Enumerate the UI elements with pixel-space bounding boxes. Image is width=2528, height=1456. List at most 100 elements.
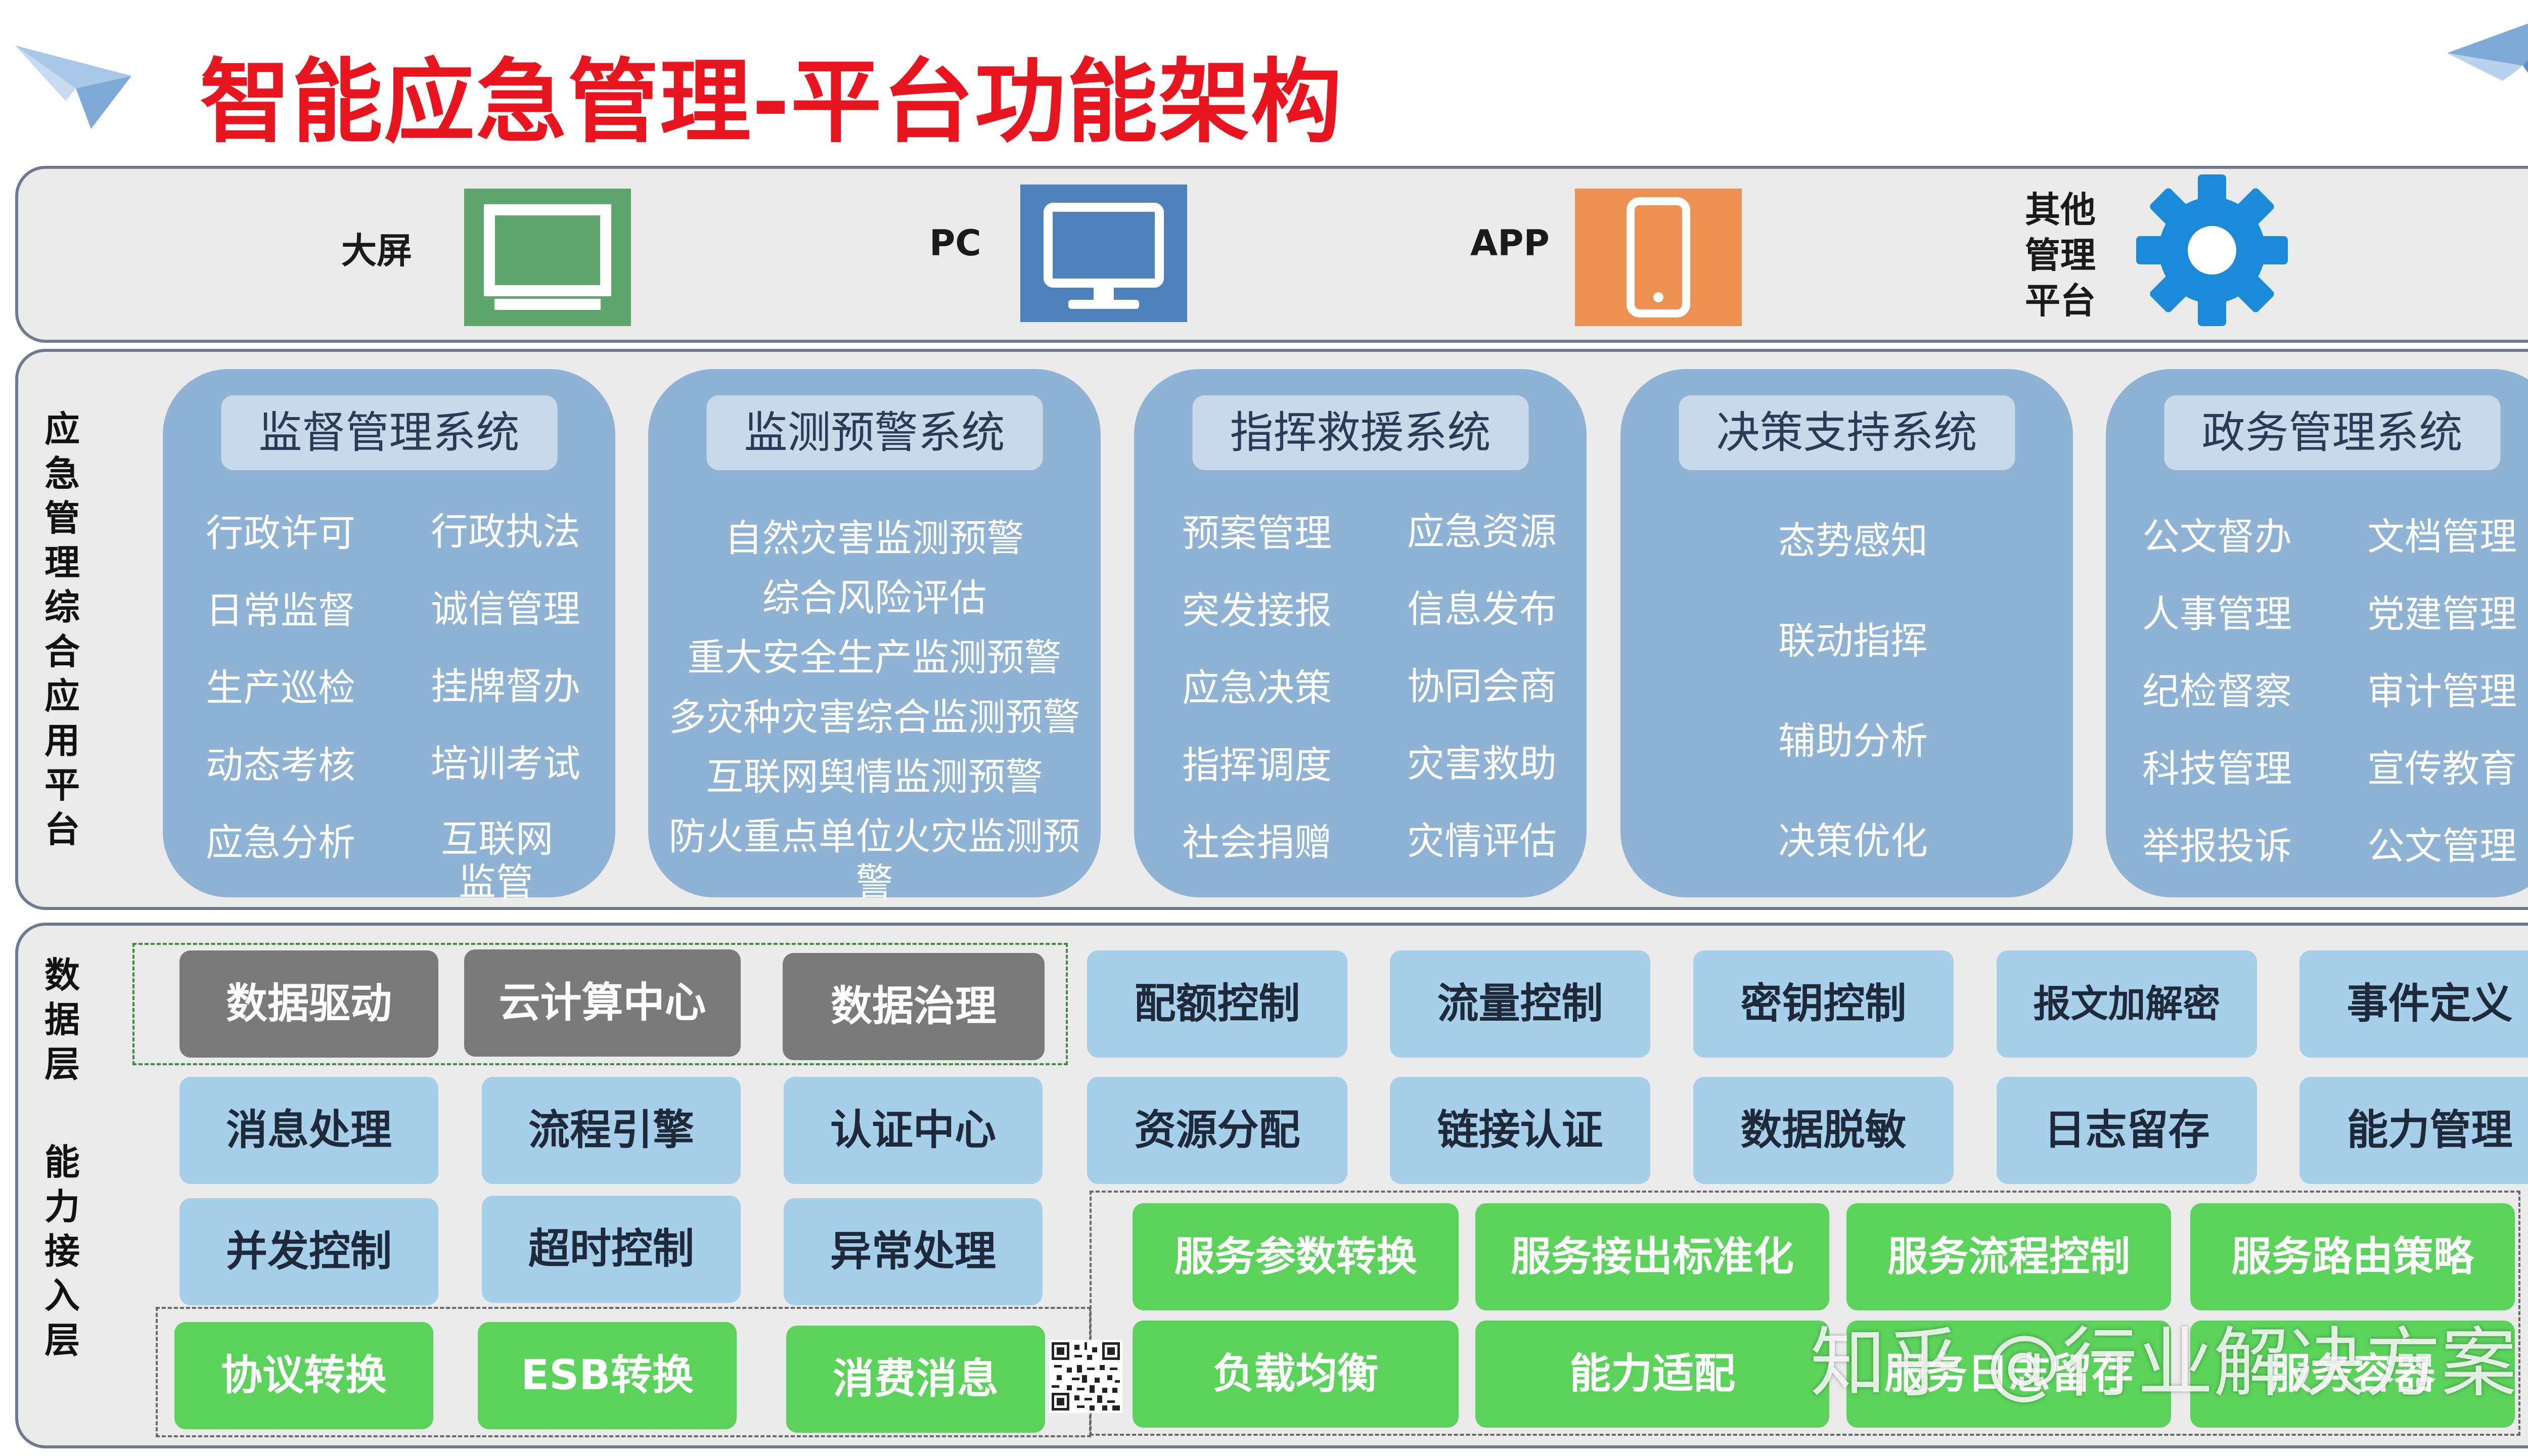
system-item[interactable]: 应急分析 [206, 821, 355, 864]
service-block[interactable]: 服务流程控制 [1846, 1203, 2171, 1310]
system-item[interactable]: 生产巡检 [206, 666, 355, 710]
service-block[interactable]: 服务容器 [2190, 1321, 2515, 1428]
service-block[interactable]: 服务接出标准化 [1475, 1203, 1829, 1310]
service-block[interactable]: 服务参数转换 [1133, 1203, 1459, 1310]
system-item[interactable]: 公文督办 [2142, 515, 2292, 559]
gear-icon[interactable] [2136, 174, 2288, 326]
system-item[interactable]: 自然灾害监测预警 [725, 517, 1024, 560]
service-block[interactable]: 服务日志留存 [1846, 1321, 2171, 1428]
system-item[interactable]: 行政许可 [206, 512, 355, 555]
service-block[interactable]: 协议转换 [174, 1322, 433, 1429]
system-item[interactable]: 审计管理 [2367, 670, 2517, 713]
ability-block[interactable]: 报文加解密 [1997, 950, 2257, 1058]
system-item[interactable]: 决策优化 [1778, 820, 1928, 863]
system-item[interactable]: 多灾种灾害综合监测预警 [668, 696, 1080, 739]
service-block[interactable]: 服务路由策略 [2190, 1203, 2515, 1310]
ability-block[interactable]: 流量控制 [1390, 950, 1650, 1058]
system-item[interactable]: 辅助分析 [1778, 719, 1928, 763]
system-item[interactable]: 举报投诉 [2142, 825, 2292, 868]
data-block[interactable]: 数据治理 [783, 953, 1045, 1060]
paper-plane-right-icon [2447, 23, 2528, 81]
system-item[interactable]: 应急决策 [1182, 666, 1332, 710]
ability-block[interactable]: 资源分配 [1087, 1077, 1347, 1184]
watermark-text: 知乎 @行业解决方案 [1810, 1320, 2517, 1407]
pc-label: PC [929, 222, 981, 264]
system-item[interactable]: 宣传教育 [2367, 747, 2517, 791]
system-supervision-card[interactable]: 监督管理系统 行政许可 日常监督 生产巡检 动态考核 应急分析 行政执法 诚信管… [163, 369, 615, 904]
system-item[interactable]: 日常监督 [206, 589, 355, 632]
ability-block[interactable]: 日志留存 [1997, 1077, 2257, 1184]
device-band [15, 166, 2528, 343]
system-monitoring-card[interactable]: 监测预警系统 自然灾害监测预警 综合风险评估 重大安全生产监测预警 多灾种灾害综… [648, 369, 1101, 904]
ability-block[interactable]: 数据脱敏 [1693, 1077, 1954, 1184]
system-title: 监督管理系统 [221, 395, 557, 470]
ability-block[interactable]: 能力管理 [2299, 1077, 2528, 1184]
system-item[interactable]: 联动指挥 [1778, 619, 1928, 663]
platform-vertical-label: 应急 管理 综合 应用 平台 [44, 408, 80, 850]
ability-block[interactable]: 事件定义 [2299, 950, 2528, 1058]
paper-plane-left-icon [15, 46, 131, 129]
system-item[interactable]: 纪检督察 [2142, 670, 2292, 713]
ability-block[interactable]: 消息处理 [179, 1077, 438, 1184]
ability-block[interactable]: 认证中心 [784, 1077, 1043, 1184]
system-item[interactable]: 互联网 [441, 817, 553, 861]
ability-block[interactable]: 配额控制 [1087, 950, 1347, 1058]
system-item[interactable]: 态势感知 [1778, 519, 1928, 563]
system-item[interactable]: 预案管理 [1182, 512, 1332, 555]
system-item[interactable]: 突发接报 [1182, 589, 1332, 632]
data-group-border [132, 943, 1068, 1065]
system-command-card[interactable]: 指挥救援系统 预案管理 突发接报 应急决策 指挥调度 社会捐赠 应急资源 信息发… [1134, 369, 1587, 897]
system-item[interactable]: 党建管理 [2367, 593, 2517, 636]
qr-code-icon[interactable] [1049, 1340, 1122, 1413]
system-government-card[interactable]: 政务管理系统 公文督办 人事管理 纪检督察 科技管理 举报投诉 文档管理 党建管… [2106, 369, 2528, 897]
other-platform-label: 其他 管理 平台 [2025, 189, 2096, 322]
system-item[interactable]: 综合风险评估 [762, 576, 987, 620]
system-item[interactable]: 行政执法 [431, 510, 580, 554]
system-item[interactable]: 指挥调度 [1182, 744, 1332, 787]
service-block[interactable]: 负载均衡 [1133, 1321, 1459, 1428]
system-item[interactable]: 公文管理 [2367, 825, 2517, 868]
service-block[interactable]: 消费消息 [786, 1326, 1045, 1433]
monitor-icon [484, 204, 611, 310]
ability-block[interactable]: 链接认证 [1390, 1077, 1650, 1184]
system-item[interactable]: 挂牌督办 [431, 665, 580, 708]
system-item[interactable]: 警 [855, 860, 893, 904]
ability-block[interactable]: 异常处理 [784, 1198, 1043, 1305]
system-item[interactable]: 应急资源 [1407, 510, 1557, 554]
system-title: 监测预警系统 [706, 395, 1043, 470]
system-item[interactable]: 灾害救助 [1407, 742, 1557, 786]
page-title: 智能应急管理-平台功能架构 [200, 50, 1343, 155]
data-layer-vertical-label: 数据 层 [44, 954, 80, 1085]
ability-block[interactable]: 流程引擎 [482, 1077, 741, 1184]
data-block[interactable]: 数据驱动 [179, 950, 438, 1058]
ability-block[interactable]: 超时控制 [482, 1196, 741, 1303]
service-block[interactable]: ESB转换 [478, 1322, 737, 1429]
system-item[interactable]: 社会捐赠 [1182, 821, 1332, 864]
system-item[interactable]: 文档管理 [2367, 515, 2517, 559]
system-decision-card[interactable]: 决策支持系统 态势感知 联动指挥 辅助分析 决策优化 [1620, 369, 2073, 897]
system-title: 指挥救援系统 [1192, 395, 1528, 470]
system-item[interactable]: 互联网舆情监测预警 [706, 755, 1043, 799]
system-title: 政务管理系统 [2164, 395, 2500, 470]
system-item[interactable]: 培训考试 [431, 742, 580, 786]
system-item[interactable]: 动态考核 [206, 744, 355, 787]
system-item[interactable]: 人事管理 [2142, 593, 2292, 636]
system-item[interactable]: 科技管理 [2142, 747, 2292, 791]
app-label: APP [1470, 222, 1550, 264]
pc-icon-box[interactable] [1020, 185, 1187, 322]
big-screen-icon-box[interactable] [464, 189, 631, 326]
system-item[interactable]: 协同会商 [1407, 665, 1557, 708]
system-item[interactable]: 监管 [459, 860, 533, 904]
system-item[interactable]: 信息发布 [1407, 587, 1557, 631]
system-item[interactable]: 防火重点单位火灾监测预 [668, 815, 1080, 858]
system-item[interactable]: 灾情评估 [1407, 820, 1557, 863]
ability-block[interactable]: 密钥控制 [1693, 950, 1954, 1058]
ability-block[interactable]: 并发控制 [179, 1198, 438, 1305]
service-block[interactable]: 能力适配 [1475, 1321, 1829, 1428]
desktop-icon [1044, 203, 1164, 309]
system-item[interactable]: 诚信管理 [431, 587, 580, 631]
app-icon-box[interactable] [1575, 189, 1742, 326]
system-item[interactable]: 重大安全生产监测预警 [687, 636, 1062, 679]
ability-layer-vertical-label: 能力 接入 层 [44, 1142, 80, 1361]
data-block[interactable]: 云计算中心 [464, 949, 741, 1057]
